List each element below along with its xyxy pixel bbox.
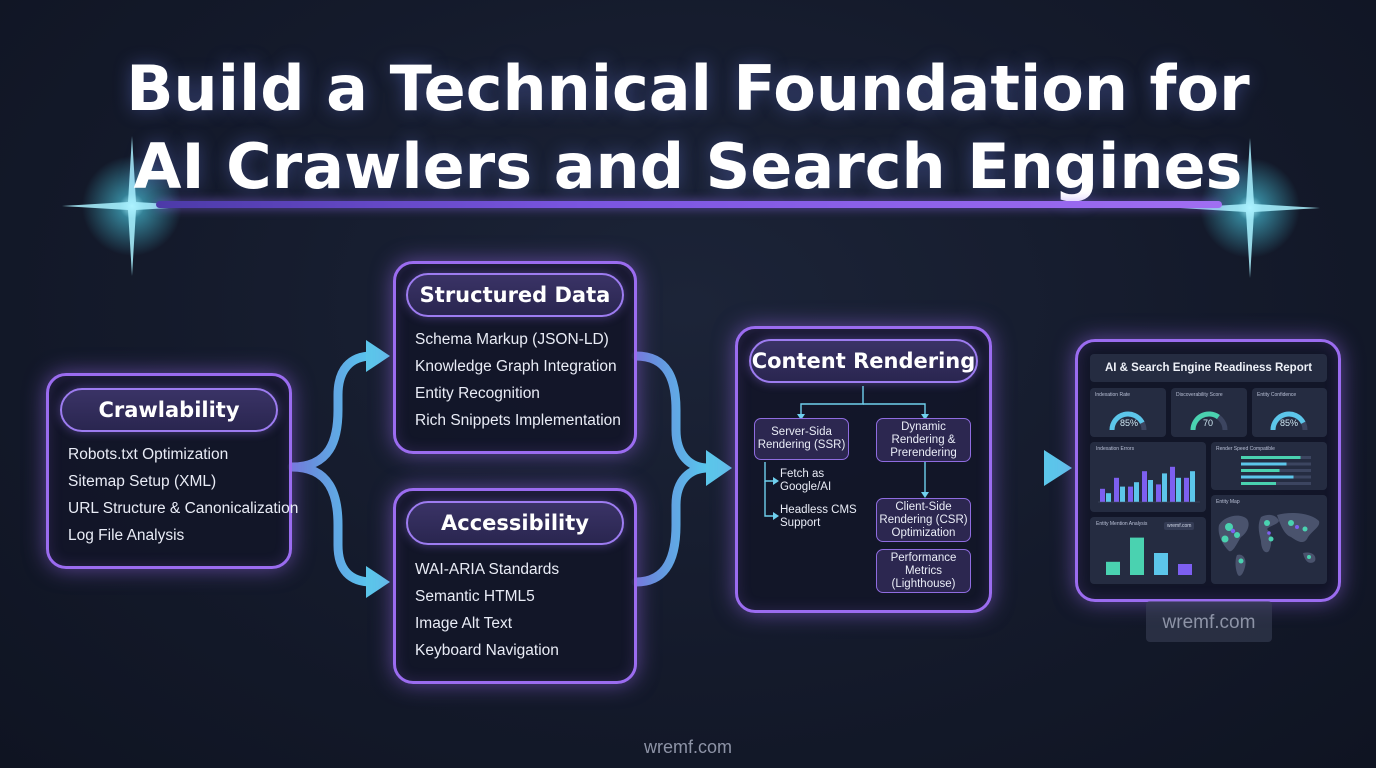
watermark-bottom-text: wremf.com bbox=[643, 737, 732, 757]
gauge-label: Indexation Rate bbox=[1095, 392, 1131, 398]
crawlability-item: Robots.txt Optimization bbox=[68, 446, 229, 463]
report-tag: wremf.com bbox=[1164, 522, 1195, 530]
accessibility-heading: Accessibility bbox=[406, 501, 624, 545]
panel-label: Entity Mention Analysis bbox=[1096, 521, 1148, 527]
crawlability-heading: Crawlability bbox=[60, 388, 278, 432]
gauge-fill bbox=[1190, 411, 1220, 431]
perf-line: Metrics bbox=[904, 564, 943, 577]
ssr-node-line: Server-Sida bbox=[771, 426, 832, 438]
bar-series-1 bbox=[1170, 466, 1175, 502]
report-title-bar bbox=[1090, 354, 1327, 382]
gauge-fill bbox=[1109, 411, 1145, 431]
entity-bar bbox=[1130, 537, 1144, 575]
gauge-label: Discoverability Score bbox=[1176, 392, 1223, 398]
structured-data-item: Knowledge Graph Integration bbox=[415, 358, 617, 375]
crawlability-item: Sitemap Setup (XML) bbox=[68, 473, 217, 490]
ssr-node-line: Rendering (SSR) bbox=[757, 439, 846, 451]
hbar-fill bbox=[1241, 469, 1280, 472]
bar-series-2 bbox=[1120, 486, 1125, 502]
bar-series-2 bbox=[1176, 477, 1181, 502]
hbar-fill bbox=[1241, 456, 1301, 459]
structured-data-heading: Structured Data bbox=[406, 273, 624, 317]
bar-series-1 bbox=[1184, 477, 1189, 502]
hbar-fill bbox=[1241, 475, 1294, 479]
gauge-value: 85% bbox=[1280, 418, 1299, 428]
csr-node: Client-Side Rendering (CSR) Optimization bbox=[876, 498, 971, 542]
fetch-as-google-text: Fetch as Google/AI bbox=[780, 468, 831, 494]
dyn-line: Prerendering bbox=[890, 446, 957, 459]
cms-line: Headless CMS bbox=[780, 504, 857, 516]
dyn-line: Rendering & bbox=[891, 433, 956, 446]
perf-line: (Lighthouse) bbox=[891, 577, 956, 590]
ssr-node: Server-Sida Rendering (SSR) bbox=[754, 418, 849, 460]
bar-series-2 bbox=[1148, 480, 1153, 502]
accessibility-item: Keyboard Navigation bbox=[415, 642, 559, 659]
fetch-line: Google/AI bbox=[780, 481, 832, 493]
report-title: AI & Search Engine Readiness Report bbox=[1104, 362, 1313, 374]
bar-series-2 bbox=[1134, 482, 1139, 502]
csr-line: Client-Side bbox=[895, 500, 952, 513]
world-map-icon bbox=[1218, 513, 1320, 576]
watermark-box-text: wremf.com bbox=[1162, 612, 1256, 633]
gauge-value: 85% bbox=[1120, 418, 1139, 428]
accessibility-item: WAI-ARIA Standards bbox=[415, 561, 560, 578]
bar-series-2 bbox=[1190, 471, 1195, 502]
bar-series-1 bbox=[1142, 471, 1147, 502]
indexation-errors-chart bbox=[1098, 466, 1200, 503]
bar-series-2 bbox=[1106, 493, 1111, 502]
bar-series-1 bbox=[1114, 477, 1119, 502]
gauge-value: 70 bbox=[1203, 418, 1214, 428]
rendering-flow-lines bbox=[764, 386, 929, 520]
perf-line: Performance bbox=[890, 551, 957, 564]
structured-data-item: Schema Markup (JSON-LD) bbox=[415, 331, 609, 348]
title-line-2: AI Crawlers and Search Engines bbox=[133, 130, 1243, 203]
crawlability-item: URL Structure & Canonicalization bbox=[68, 500, 299, 517]
title-line-1: Build a Technical Foundation for bbox=[126, 52, 1250, 125]
cms-line: Support bbox=[780, 517, 821, 529]
content-rendering-heading: Content Rendering bbox=[749, 339, 978, 383]
entity-mentions-chart bbox=[1106, 537, 1192, 575]
csr-line: Rendering (CSR) bbox=[879, 513, 968, 526]
entity-bar bbox=[1154, 553, 1168, 575]
gauge-fill bbox=[1270, 411, 1306, 431]
headless-cms-text: Headless CMS Support bbox=[780, 504, 857, 530]
gauges bbox=[1109, 411, 1308, 431]
crawlability-item: Log File Analysis bbox=[68, 527, 185, 544]
entity-bar bbox=[1106, 561, 1120, 575]
entity-bar bbox=[1178, 564, 1192, 575]
dyn-line: Dynamic bbox=[901, 420, 946, 433]
bar-series-2 bbox=[1162, 473, 1167, 502]
bar-series-1 bbox=[1128, 486, 1133, 502]
panel-label: Render Speed Compatible bbox=[1216, 446, 1275, 452]
watermark-box bbox=[1146, 601, 1272, 642]
dynamic-rendering-node: Dynamic Rendering & Prerendering bbox=[876, 418, 971, 462]
performance-node: Performance Metrics (Lighthouse) bbox=[876, 549, 971, 593]
render-speed-chart bbox=[1241, 456, 1311, 485]
accessibility-item: Semantic HTML5 bbox=[415, 588, 535, 605]
gauge-label: Entity Confidence bbox=[1257, 392, 1297, 398]
title-underline bbox=[156, 201, 1222, 208]
fetch-line: Fetch as bbox=[780, 468, 825, 480]
hbar-fill bbox=[1241, 482, 1276, 485]
hbar-fill bbox=[1241, 462, 1287, 466]
bar-series-1 bbox=[1100, 488, 1105, 502]
structured-data-item: Rich Snippets Implementation bbox=[415, 412, 621, 429]
accessibility-item: Image Alt Text bbox=[415, 615, 513, 632]
csr-line: Optimization bbox=[891, 526, 956, 539]
panel-label: Indexation Errors bbox=[1096, 446, 1135, 452]
structured-data-item: Entity Recognition bbox=[415, 385, 540, 402]
bar-series-1 bbox=[1156, 484, 1161, 502]
panel-label: Entity Map bbox=[1216, 499, 1240, 505]
